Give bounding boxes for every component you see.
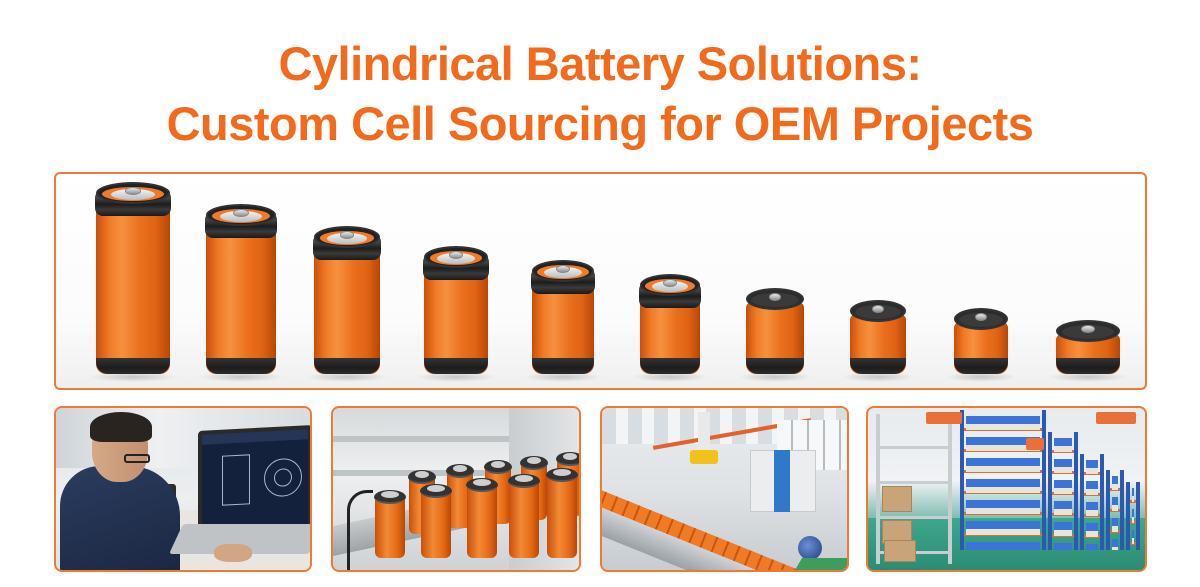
battery-cap <box>1056 320 1120 342</box>
blue-rack <box>960 410 1046 550</box>
robot-arm <box>698 412 710 456</box>
battery-shadow <box>88 372 178 382</box>
battery-cell-3 <box>306 226 388 382</box>
battery-bottom-band <box>206 358 276 374</box>
positive-terminal-icon <box>339 231 355 239</box>
title-line-1: Cylindrical Battery Solutions: <box>278 37 922 90</box>
zone-sign <box>1026 438 1044 450</box>
positive-terminal-icon <box>124 187 142 195</box>
cad-toolbar <box>202 429 308 445</box>
battery-bottom-band <box>954 358 1008 374</box>
battery-cell-10 <box>1048 320 1128 382</box>
battery-cell-4 <box>416 246 496 382</box>
photo-engineer-cad-design <box>54 406 312 572</box>
battery-cell-6 <box>632 274 708 382</box>
positive-terminal-icon <box>233 209 249 217</box>
photo-warehouse-inventory <box>866 406 1147 572</box>
battery-shadow <box>632 372 708 382</box>
battery-cell-2 <box>198 204 284 382</box>
cad-cell-side-drawing <box>222 454 250 506</box>
conveyor-cell <box>466 478 498 558</box>
battery-cap <box>746 288 804 310</box>
battery-cap <box>532 260 594 282</box>
battery-cell-8 <box>842 300 914 382</box>
machine-cabinet-door <box>774 450 790 512</box>
battery-cap <box>206 204 276 226</box>
cable <box>347 490 373 570</box>
page-title: Cylindrical Battery Solutions: Custom Ce… <box>0 34 1200 154</box>
positive-terminal-icon <box>871 305 885 313</box>
glasses-icon <box>124 454 150 463</box>
positive-terminal-icon <box>556 265 570 273</box>
battery-bottom-band <box>1056 358 1120 374</box>
zone-sign <box>1096 412 1136 424</box>
battery-cap <box>850 300 906 322</box>
battery-cap <box>314 226 380 248</box>
positive-terminal-icon <box>1080 325 1096 333</box>
cardboard-box <box>884 540 916 562</box>
battery-shadow <box>1048 372 1128 382</box>
battery-cell-9 <box>946 308 1016 382</box>
conveyor-cell <box>546 468 578 558</box>
blue-rack <box>1080 454 1104 550</box>
battery-bottom-band <box>96 358 170 374</box>
battery-body <box>96 196 170 374</box>
battery-cap <box>954 308 1008 330</box>
blue-rack <box>1106 470 1124 550</box>
battery-bottom-band <box>532 358 594 374</box>
battery-bottom-band <box>850 358 906 374</box>
battery-cell-1 <box>88 182 178 382</box>
battery-body <box>314 240 380 374</box>
battery-lineup-panel <box>54 172 1147 390</box>
green-rollers <box>793 558 847 570</box>
engineer-hair <box>90 412 152 442</box>
battery-cap <box>96 182 170 204</box>
battery-shadow <box>946 372 1016 382</box>
engineer-body <box>60 466 180 570</box>
battery-cap <box>640 274 700 296</box>
battery-cell-7 <box>738 288 812 382</box>
zone-sign <box>926 412 962 424</box>
photo-factory-production-line <box>600 406 849 572</box>
battery-bottom-band <box>314 358 380 374</box>
title-line-2: Custom Cell Sourcing for OEM Projects <box>166 97 1034 150</box>
battery-shadow <box>198 372 284 382</box>
cell-end-cap <box>798 536 822 560</box>
battery-shadow <box>842 372 914 382</box>
conveyor-cell <box>508 474 540 558</box>
battery-bottom-band <box>640 358 700 374</box>
engineer-hand <box>214 544 252 562</box>
positive-terminal-icon <box>663 279 677 287</box>
battery-shadow <box>416 372 496 382</box>
photo-cells-on-conveyor <box>331 406 581 572</box>
cardboard-box <box>882 486 912 512</box>
conveyor-cell <box>420 484 452 558</box>
conveyor-cell <box>374 490 406 558</box>
blue-rack <box>1126 482 1140 550</box>
battery-body <box>206 218 276 374</box>
battery-shadow <box>524 372 602 382</box>
robot-gripper <box>690 450 718 464</box>
positive-terminal-icon <box>448 251 464 259</box>
battery-shadow <box>738 372 812 382</box>
battery-bottom-band <box>424 358 488 374</box>
battery-shadow <box>306 372 388 382</box>
blue-rack <box>1048 432 1078 550</box>
battery-cell-5 <box>524 260 602 382</box>
battery-cap <box>424 246 488 268</box>
battery-bottom-band <box>746 358 804 374</box>
machine-shelf <box>333 436 579 442</box>
positive-terminal-icon <box>975 313 987 321</box>
